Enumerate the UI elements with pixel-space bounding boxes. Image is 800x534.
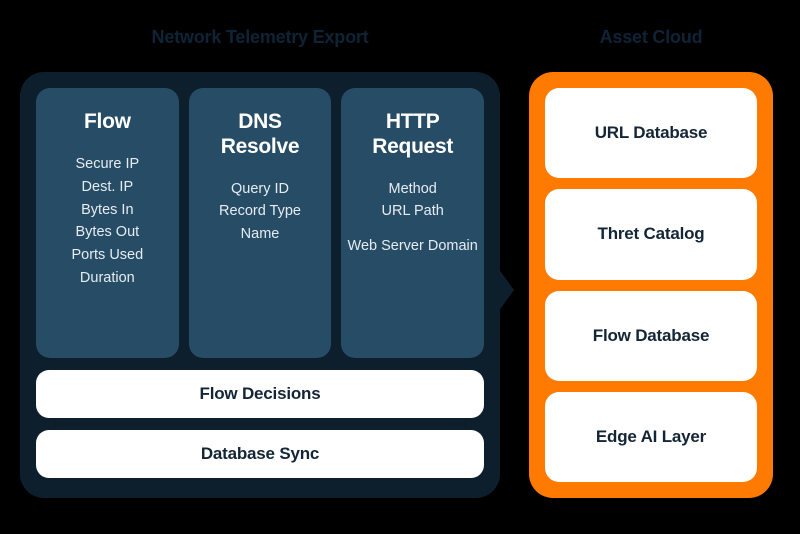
- network-telemetry-export-panel: Flow Secure IP Dest. IP Bytes In Bytes O…: [20, 72, 500, 498]
- card-field-list: Secure IP Dest. IP Bytes In Bytes Out Po…: [42, 153, 173, 290]
- card-field: Dest. IP: [81, 178, 134, 195]
- telemetry-card-flow[interactable]: Flow Secure IP Dest. IP Bytes In Bytes O…: [36, 88, 179, 358]
- right-section-title: Asset Cloud: [599, 27, 703, 47]
- card-heading: Flow: [84, 110, 131, 133]
- card-field: Method: [388, 180, 437, 197]
- telemetry-card-dns-resolve[interactable]: DNS Resolve Query ID Record Type Name: [188, 88, 332, 358]
- card-field: Secure IP: [75, 155, 140, 172]
- card-field: Web Server Domain: [347, 238, 478, 255]
- left-section-title: Network Telemetry Export: [151, 27, 369, 47]
- card-field: Name: [240, 226, 280, 243]
- card-heading: HTTP Request: [347, 110, 478, 160]
- card-field: URL Path: [381, 203, 444, 220]
- card-field: Bytes Out: [75, 224, 140, 241]
- process-bar-flow-decisions[interactable]: Flow Decisions: [36, 370, 484, 418]
- card-field: Record Type: [219, 203, 301, 220]
- card-heading-line: DNS: [238, 110, 282, 133]
- card-field-list: Method URL Path Web Server Domain: [347, 178, 478, 258]
- telemetry-card-http-request[interactable]: HTTP Request Method URL Path Web Server …: [341, 88, 485, 358]
- asset-card-thret-catalog[interactable]: Thret Catalog: [545, 189, 757, 280]
- asset-card-url-database[interactable]: URL Database: [545, 88, 757, 179]
- card-heading-line: Request: [372, 134, 454, 158]
- card-field-list: Query ID Record Type Name: [195, 178, 326, 247]
- card-field: Ports Used: [71, 247, 144, 264]
- telemetry-card-group: Flow Secure IP Dest. IP Bytes In Bytes O…: [36, 88, 485, 358]
- card-heading-line: Resolve: [220, 134, 300, 158]
- asset-cloud-panel: URL Database Thret Catalog Flow Database…: [529, 72, 773, 498]
- card-heading: DNS Resolve: [195, 110, 326, 160]
- card-field: Query ID: [231, 180, 290, 197]
- card-heading-line: HTTP: [385, 110, 440, 133]
- card-field: Duration: [79, 270, 135, 287]
- asset-card-flow-database[interactable]: Flow Database: [545, 290, 757, 381]
- process-bar-database-sync[interactable]: Database Sync: [36, 430, 484, 478]
- card-field: Bytes In: [81, 201, 134, 218]
- arrow-right-icon: [498, 268, 514, 312]
- asset-card-edge-ai-layer[interactable]: Edge AI Layer: [545, 391, 757, 482]
